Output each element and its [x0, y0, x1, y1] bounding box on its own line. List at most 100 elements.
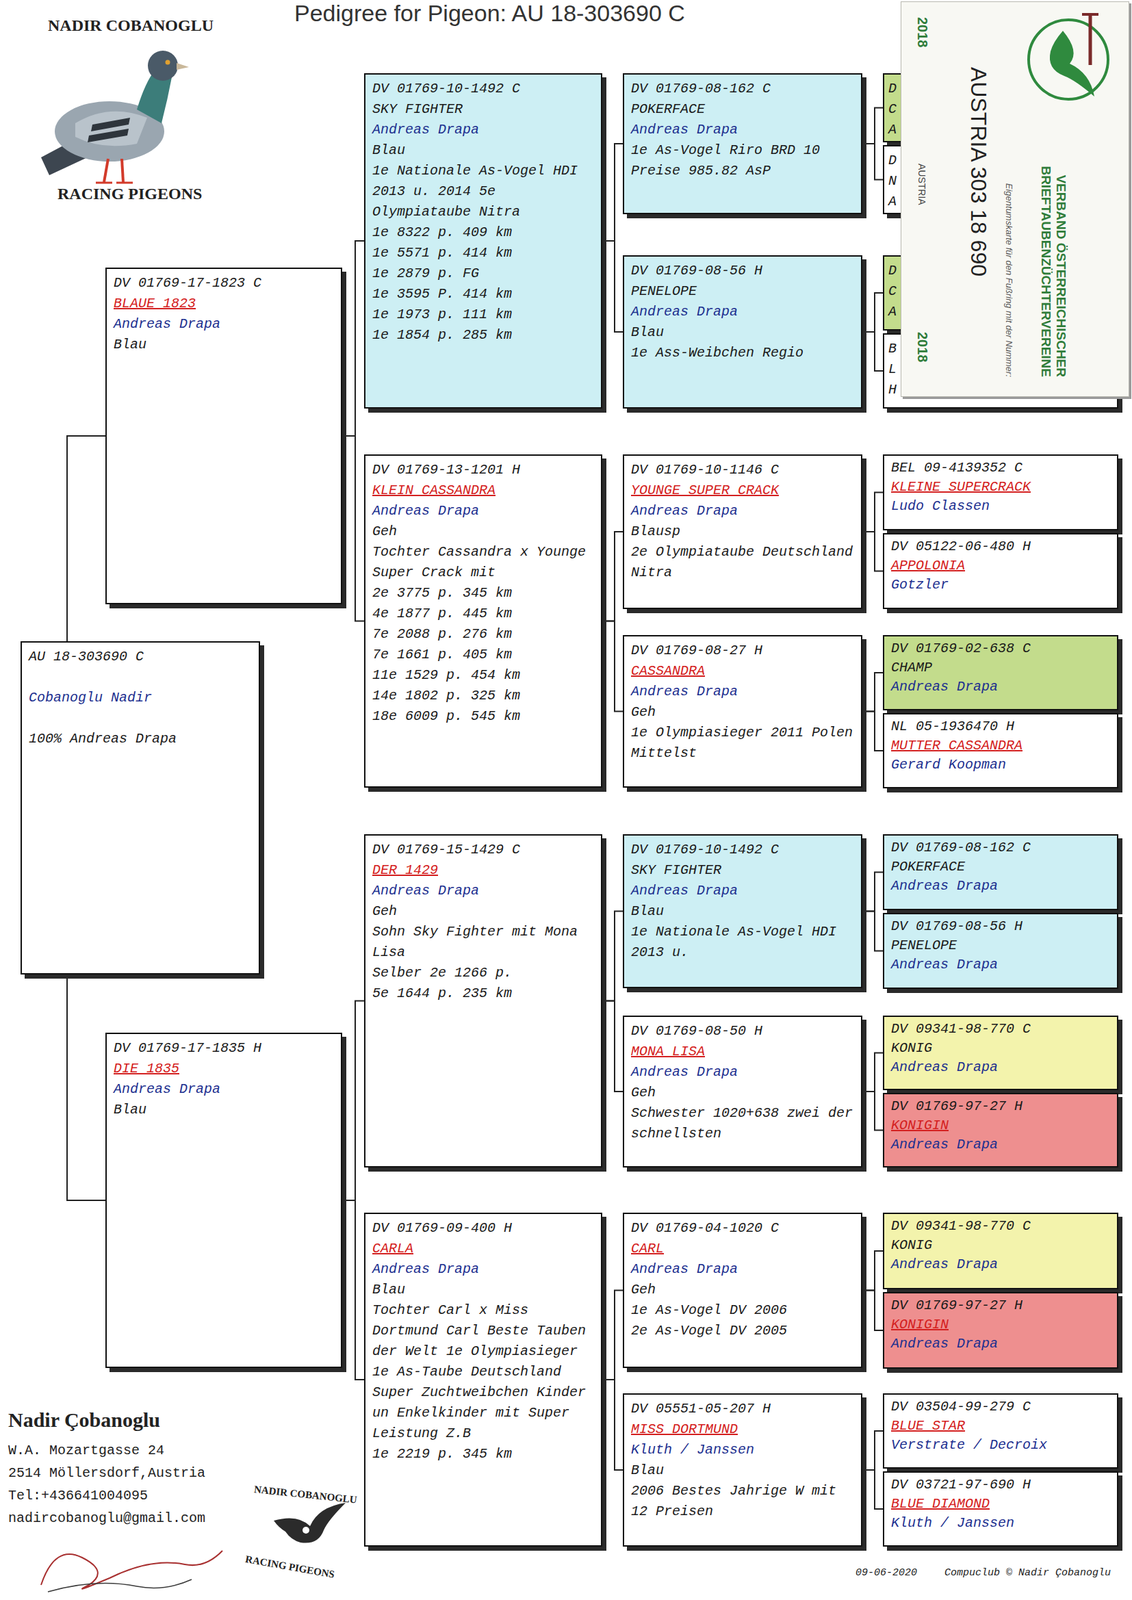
ring-number: DV 01769-08-27 H — [631, 640, 855, 662]
detail-text: Geh — [631, 1082, 855, 1104]
breeder-name: Kluth / Janssen — [891, 1513, 1111, 1534]
pigeon-name: KONIGIN — [891, 1315, 1111, 1335]
pedigree-connector — [866, 711, 883, 752]
detail-text: Selber 2e 1266 p. — [372, 962, 595, 984]
pedigree-connector — [606, 531, 623, 622]
pigeon-name: APPOLONIA — [891, 556, 1111, 576]
card-text: AUSTRIA — [916, 163, 928, 206]
detail-text: 1e As-Vogel DV 2006 — [631, 1300, 855, 1321]
breeder-name: Andreas Drapa — [113, 1079, 334, 1100]
pedigree-connector — [606, 240, 623, 332]
detail-text: Schwester 1020+638 zwei der schnellsten — [631, 1103, 855, 1145]
detail-text: 1e 3595 P. 414 km — [372, 284, 595, 305]
pedigree-box: DV 09341-98-770 CKONIGAndreas Drapa — [882, 1212, 1119, 1290]
detail-text: Sohn Sky Fighter mit Mona Lisa — [372, 921, 595, 963]
detail-text: 7e 2088 p. 276 km — [372, 624, 595, 645]
pigeon-name: KLEINE SUPERCRACK — [891, 477, 1111, 497]
detail-text: Geh — [372, 521, 595, 543]
ring-number: DV 01769-04-1020 C — [631, 1218, 855, 1239]
pigeon-name: CARLA — [372, 1238, 595, 1260]
ring-number: DV 01769-13-1201 H — [372, 459, 595, 481]
pedigree-connector — [67, 435, 106, 642]
detail-text: Blau — [631, 1460, 855, 1482]
pedigree-box: DV 01769-04-1020 CCARLAndreas DrapaGeh1e… — [622, 1212, 863, 1369]
footer-text: 09-06-2020 — [855, 1567, 918, 1579]
breeder-name: Ludo Classen — [891, 496, 1111, 517]
pedigree-connector — [866, 672, 883, 712]
pedigree-box: DV 01769-08-56 HPENELOPEAndreas Drapa — [882, 912, 1119, 989]
ring-number: DV 01769-10-1492 C — [372, 78, 595, 100]
pigeon-name: CASSANDRA — [631, 661, 855, 682]
detail-text: 1e Olympiasieger 2011 Polen Mittelst — [631, 722, 855, 764]
bird-logo — [270, 1500, 353, 1551]
federation-logo — [1018, 10, 1118, 107]
ring-number: DV 01769-08-56 H — [891, 917, 1111, 937]
pedigree-box: DV 05122-06-480 HAPPOLONIAGotzler — [882, 533, 1119, 610]
detail-text: 11e 1529 p. 454 km — [372, 665, 595, 686]
detail-text: 18e 6009 p. 545 km — [372, 706, 595, 727]
ring-number: DV 03721-97-690 H — [891, 1475, 1111, 1495]
pedigree-box: DV 01769-08-56 HPENELOPEAndreas DrapaBla… — [622, 255, 863, 409]
pedigree-box: DV 01769-08-27 HCASSANDRAAndreas DrapaGe… — [622, 635, 863, 788]
card-text: VERBAND ÖSTERREICHISCHER BRIEFTAUBENZÜCH… — [1038, 117, 1069, 378]
breeder-name: Andreas Drapa — [891, 1135, 1111, 1155]
pedigree-connector — [866, 1053, 883, 1093]
pedigree-box: DV 01769-97-27 HKONIGINAndreas Drapa — [882, 1292, 1119, 1369]
signature — [27, 1537, 233, 1599]
address-text: Tel:+436641004095 — [8, 1487, 148, 1504]
breeder-name: Andreas Drapa — [891, 677, 1111, 697]
ring-number: DV 05551-05-207 H — [631, 1398, 855, 1420]
detail-text: Geh — [372, 901, 595, 922]
pigeon-name: PENELOPE — [891, 936, 1111, 956]
breeder-name: Andreas Drapa — [631, 681, 855, 703]
pedigree-connector — [606, 621, 623, 712]
breeder-name: Andreas Drapa — [113, 314, 334, 335]
breeder-name: Andreas Drapa — [631, 1259, 855, 1280]
detail-text: Tochter Carl x Miss Dortmund Carl Beste … — [372, 1300, 595, 1445]
logo-text: NADIR COBANOGLU — [47, 16, 214, 35]
pigeon-name: MISS DORTMUND — [631, 1419, 855, 1440]
address-text: nadircobanoglu@gmail.com — [8, 1510, 206, 1527]
ring-number: AU 18-303690 C — [28, 646, 252, 668]
pedigree-connector — [346, 435, 365, 622]
pedigree-box: DV 01769-09-400 HCARLAAndreas DrapaBlauT… — [364, 1212, 603, 1547]
pigeon-name: POKERFACE — [891, 857, 1111, 877]
pedigree-connector — [866, 911, 883, 952]
detail-text: Geh — [631, 1279, 855, 1301]
logo-text: NADIR COBANOGLU — [253, 1483, 358, 1507]
detail-text: Tochter Cassandra x Younge Super Crack m… — [372, 542, 595, 584]
pigeon-name: MUTTER CASSANDRA — [891, 736, 1111, 756]
pedigree-connector — [866, 292, 883, 332]
pedigree-connector — [866, 531, 883, 572]
detail-text: 1e 5571 p. 414 km — [372, 242, 595, 264]
detail-text: Blausp — [631, 521, 855, 543]
breeder-name: Andreas Drapa — [891, 955, 1111, 975]
breeder-name: Andreas Drapa — [891, 876, 1111, 896]
ring-number: DV 01769-10-1492 C — [631, 839, 855, 861]
pigeon-name: SKY FIGHTER — [372, 99, 595, 120]
pedigree-connector — [866, 1091, 883, 1131]
detail-text: 2e As-Vogel DV 2005 — [631, 1320, 855, 1342]
pedigree-connector — [866, 492, 883, 533]
pedigree-connector — [67, 978, 106, 1201]
ring-number: BEL 09-4139352 C — [891, 458, 1111, 478]
pigeon-name: POKERFACE — [631, 99, 855, 120]
card-text: AUSTRIA 303 18 690 — [965, 67, 992, 277]
detail-text: 1e 2879 p. FG — [372, 263, 595, 285]
pigeon-name: CARL — [631, 1238, 855, 1260]
card-face: 2018VERBAND ÖSTERREICHISCHER BRIEFTAUBEN… — [901, 2, 1130, 398]
pedigree-box: DV 01769-10-1492 CSKY FIGHTERAndreas Dra… — [622, 834, 863, 989]
pedigree-connector — [866, 331, 883, 371]
detail-text: 1e Ass-Weibchen Regio — [631, 342, 855, 364]
pedigree-box: DV 01769-08-50 HMONA LISAAndreas DrapaGe… — [622, 1015, 863, 1168]
pedigree-box: DV 01769-10-1492 CSKY FIGHTERAndreas Dra… — [364, 73, 603, 409]
breeder-name: Andreas Drapa — [372, 500, 595, 522]
ring-number: DV 09341-98-770 C — [891, 1019, 1111, 1039]
pedigree-box: DV 01769-15-1429 CDER 1429Andreas DrapaG… — [364, 834, 603, 1168]
ring-number: DV 01769-17-1835 H — [113, 1038, 334, 1059]
pedigree-connector — [606, 1001, 623, 1093]
card-text: 2018 — [914, 17, 931, 48]
pedigree-connector — [606, 1290, 623, 1381]
pigeon-name: KONIG — [891, 1038, 1111, 1059]
ring-number: DV 01769-08-162 C — [891, 838, 1111, 858]
